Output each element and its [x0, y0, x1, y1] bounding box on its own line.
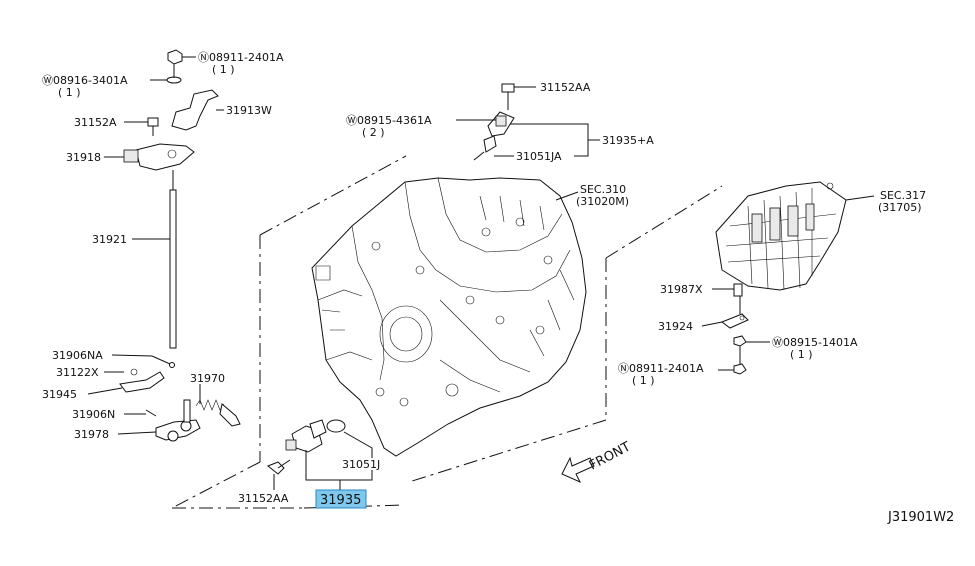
label-08911-2401A-top[interactable]: Ⓝ08911-2401A — [198, 51, 284, 64]
nut-08911-top — [167, 49, 183, 65]
label-31152AA-top[interactable]: 31152AA — [540, 81, 591, 94]
label-08911-2401A-top-qty: ( 1 ) — [212, 63, 235, 76]
lever-31918 — [135, 143, 195, 171]
label-31918[interactable]: 31918 — [66, 151, 101, 164]
label-sec310[interactable]: SEC.310 — [580, 183, 626, 196]
label-08915-1401A[interactable]: Ⓦ08915-1401A — [772, 336, 858, 349]
phantom-outline-left — [171, 155, 407, 509]
label-31978[interactable]: 31978 — [74, 428, 109, 441]
label-31122X[interactable]: 31122X — [56, 366, 99, 379]
label-08915-4361A[interactable]: Ⓦ08915-4361A — [346, 114, 432, 127]
label-08916-3401A-qty: ( 1 ) — [58, 86, 81, 99]
label-08911-2401A-right[interactable]: Ⓝ08911-2401A — [618, 362, 704, 375]
label-08916-3401A[interactable]: Ⓦ08916-3401A — [42, 74, 128, 87]
label-31906NA[interactable]: 31906NA — [52, 349, 103, 362]
control-linkage — [119, 49, 241, 442]
valve-body — [715, 181, 847, 291]
label-31935-highlighted[interactable]: 31935 — [320, 493, 361, 508]
leader-lines — [87, 56, 875, 490]
label-31970[interactable]: 31970 — [190, 372, 225, 385]
bracket-31913W — [171, 89, 219, 131]
label-31051J[interactable]: 31051J — [342, 458, 380, 471]
label-31051JA[interactable]: 31051JA — [516, 150, 562, 163]
label-08915-1401A-qty: ( 1 ) — [790, 348, 813, 361]
sensor-parts — [267, 83, 515, 475]
phantom-outline-right — [408, 185, 723, 483]
label-31906N[interactable]: 31906N — [72, 408, 115, 421]
transmission-case — [311, 177, 587, 457]
label-31921[interactable]: 31921 — [92, 233, 127, 246]
shaft-31921 — [169, 189, 177, 349]
label-sec317-sub: (31705) — [878, 201, 922, 214]
label-31152A[interactable]: 31152A — [74, 116, 117, 129]
label-08911-2401A-right-qty: ( 1 ) — [632, 374, 655, 387]
label-sec317[interactable]: SEC.317 — [880, 189, 926, 202]
highlight-31935-box — [315, 489, 367, 509]
label-31152AA-bottom[interactable]: 31152AA — [238, 492, 289, 505]
label-31913W[interactable]: 31913W — [226, 104, 272, 117]
label-08915-4361A-qty: ( 2 ) — [362, 126, 385, 139]
front-arrow — [561, 456, 595, 484]
part-labels: Ⓝ08911-2401A ( 1 ) Ⓦ08916-3401A ( 1 ) 31… — [42, 51, 954, 525]
right-small-parts — [720, 283, 749, 375]
front-label: FRONT — [587, 439, 633, 473]
label-sec310-sub: (31020M) — [576, 195, 629, 208]
label-31987X[interactable]: 31987X — [660, 283, 703, 296]
bracket-31924 — [720, 313, 749, 329]
label-31924[interactable]: 31924 — [658, 320, 693, 333]
diagram-code: J31901W2 — [887, 510, 954, 525]
label-31935A[interactable]: 31935+A — [602, 134, 654, 147]
plate-31945 — [119, 371, 165, 393]
part-31987X — [733, 283, 743, 297]
label-31945[interactable]: 31945 — [42, 388, 77, 401]
